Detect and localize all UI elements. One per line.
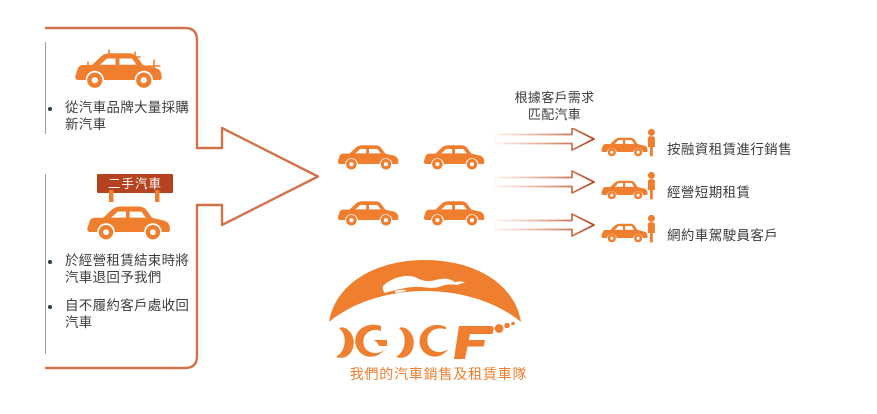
car-icon <box>337 201 399 226</box>
bullet-rule-top <box>45 42 46 134</box>
car-with-person-icon <box>601 128 655 157</box>
bullet-label: 於經營租賃結束時將 汽車退回予我們 <box>65 253 190 286</box>
car-with-person-icon <box>601 171 655 200</box>
bullet-dot-icon <box>48 107 52 111</box>
bullet-item: 從汽車品牌大量採購 新汽車 <box>48 100 248 134</box>
outcome-label-1: 經營短期租賃 <box>667 185 751 201</box>
arrow-icon <box>494 170 595 194</box>
used-car-badge: 二手汽車 <box>97 174 173 193</box>
outcome-label-2: 網約車駕駛員客戶 <box>667 228 779 244</box>
logo-wordmark <box>336 321 515 359</box>
car-icon <box>423 201 485 226</box>
new-car-sparkle-icon <box>75 49 162 88</box>
bullet-label: 自不履約客戶處收回 汽車 <box>65 298 190 331</box>
car-icon <box>337 145 399 170</box>
bullet-rule-bottom <box>45 174 46 354</box>
bullet-dot-icon <box>48 260 52 264</box>
arrow-icon <box>494 213 595 237</box>
bullet-item: 於經營租賃結束時將 汽車退回予我們 <box>48 253 258 287</box>
outcome-label-0: 按融資租賃進行銷售 <box>667 142 793 158</box>
bullet-item: 自不履約客戶處收回 汽車 <box>48 298 258 332</box>
arrow-icon <box>494 128 595 151</box>
used-car-badge-label: 二手汽車 <box>107 176 162 191</box>
match-caption: 根據客戶需求 匹配汽車 <box>514 91 595 123</box>
fleet-car-grid <box>337 145 485 226</box>
bullet-dot-icon <box>48 305 52 309</box>
used-car-icon <box>87 190 171 240</box>
bullet-label: 從汽車品牌大量採購 新汽車 <box>65 100 190 133</box>
car-with-person-icon <box>601 214 655 243</box>
outcome-arrows <box>494 128 595 237</box>
outcome-icons <box>601 128 655 243</box>
globe-arc-icon <box>329 260 521 322</box>
car-icon <box>423 145 485 170</box>
logo-caption: 我們的汽車銷售及租賃車隊 <box>349 367 528 383</box>
